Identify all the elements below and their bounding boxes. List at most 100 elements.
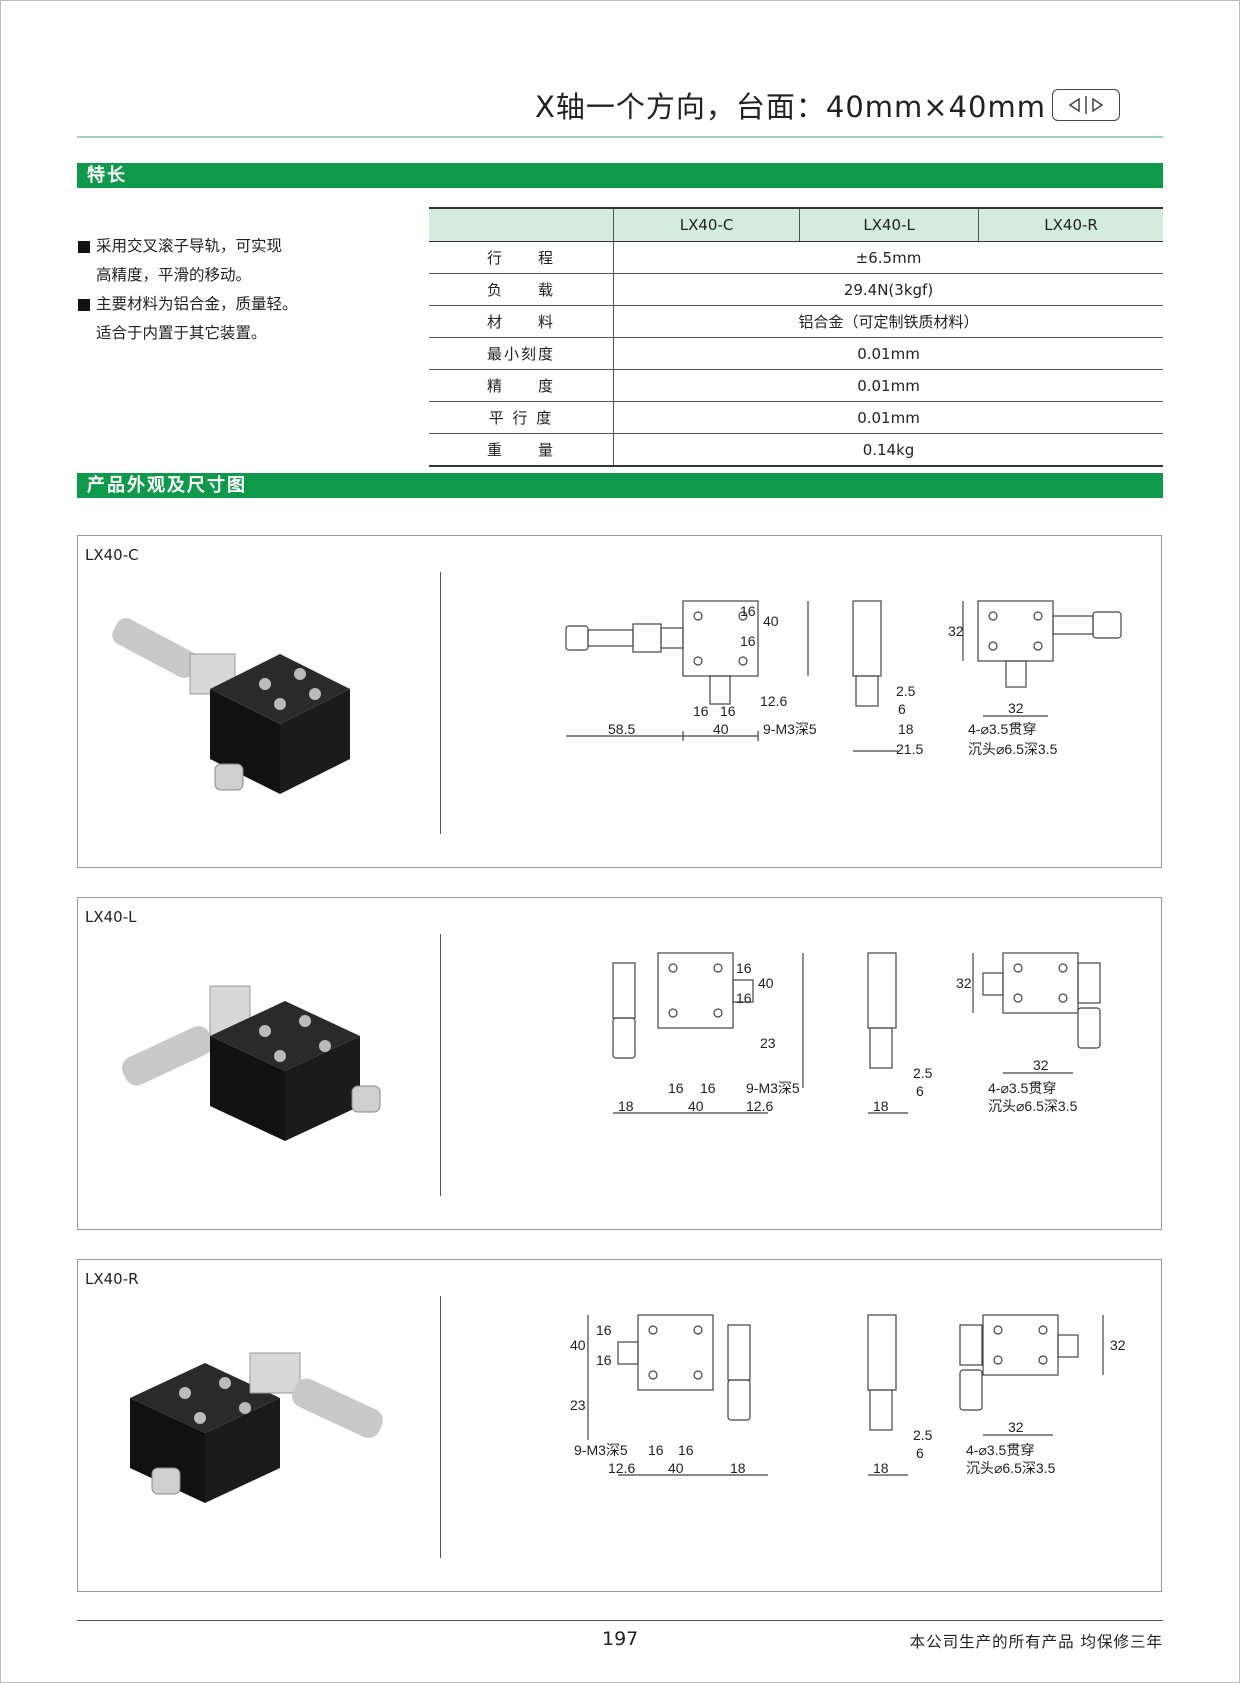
spec-param: 材 料: [429, 305, 614, 338]
features-list: 采用交叉滚子导轨，可实现 高精度，平滑的移动。 主要材料为铝合金，质量轻。 适合…: [78, 232, 378, 348]
panel-divider: [440, 572, 441, 834]
dimension-label: 2.5: [913, 1427, 933, 1443]
dimension-label: 40: [688, 1098, 704, 1114]
feature-line: 适合于内置于其它装置。: [96, 324, 267, 342]
dimension-label: 32: [948, 623, 964, 639]
dimension-label: 16: [740, 633, 756, 649]
dimension-label: 9-M3深5: [746, 1080, 800, 1096]
dimension-label: 16: [678, 1442, 694, 1458]
product-photo: [112, 618, 350, 794]
dimension-label: 32: [1008, 1419, 1024, 1435]
dimension-label: 16: [648, 1442, 664, 1458]
product-panel-lx40-l: LX40-L 16 40 16 23 16 16 18 4: [77, 897, 1162, 1230]
dimension-label: 16: [700, 1080, 716, 1096]
dimension-label: 18: [730, 1460, 746, 1476]
dimension-label: 16: [668, 1080, 684, 1096]
dimension-label: 23: [760, 1035, 776, 1051]
dimension-drawing: 40 16 16 23 9-M3深5 16 16 12.6 40 18 2.5 …: [570, 1314, 1126, 1476]
dimension-label: 16: [720, 703, 736, 719]
dimension-label: 12.6: [746, 1098, 773, 1114]
spec-value: 0.01mm: [613, 401, 1163, 434]
product-panel-lx40-r: LX40-R 40 16 16 23 9-M3深5 16: [77, 1259, 1162, 1592]
spec-value: 0.01mm: [613, 337, 1163, 370]
dimension-label: 21.5: [896, 741, 923, 757]
panel-divider: [440, 1296, 441, 1558]
dimension-label: 6: [916, 1445, 924, 1461]
spec-param: 精 度: [429, 369, 614, 402]
feature-line: 高精度，平滑的移动。: [96, 266, 252, 284]
product-panel-lx40-c: LX40-C 16 40 16 12.6 16: [77, 535, 1162, 868]
dimension-label: 18: [898, 721, 914, 737]
dimension-label: 沉头⌀6.5深3.5: [988, 1098, 1078, 1114]
spec-header-model: LX40-R: [978, 207, 1163, 242]
spec-param: 最小刻度: [429, 337, 614, 370]
dimension-label: 2.5: [896, 683, 916, 699]
dimension-label: 16: [736, 990, 752, 1006]
square-bullet-icon: [78, 299, 90, 311]
spec-value: 铝合金（可定制铁质材料）: [613, 305, 1163, 338]
dimension-drawing: 16 40 16 23 16 16 18 40 12.6 9-M3深5 2.5 …: [612, 952, 1101, 1114]
product-model-label: LX40-R: [85, 1270, 139, 1288]
dimensions-heading: 产品外观及尺寸图: [77, 473, 1163, 498]
page-title: X轴一个方向，台面：40mm×40mm: [535, 90, 1046, 124]
spec-row: 材 料铝合金（可定制铁质材料）: [429, 305, 1163, 338]
dimension-label: 32: [956, 975, 972, 991]
dimension-label: 4-⌀3.5贯穿: [966, 1442, 1034, 1458]
dimension-label: 16: [736, 960, 752, 976]
spec-value: 0.01mm: [613, 369, 1163, 402]
square-bullet-icon: [78, 241, 90, 253]
dimension-label: 32: [1008, 700, 1024, 716]
dimension-label: 40: [763, 613, 779, 629]
dimension-label: 16: [693, 703, 709, 719]
product-photo: [122, 985, 381, 1141]
spec-param: 负 载: [429, 273, 614, 306]
footer-rule: [77, 1620, 1163, 1621]
dimension-drawing: 16 40 16 12.6 16 16 58.5 40 9-M3深5 2.5 6…: [565, 600, 1122, 757]
dimension-label: 12.6: [760, 693, 787, 709]
dimension-label: 16: [740, 603, 756, 619]
dimension-label: 40: [570, 1337, 586, 1353]
dimension-label: 16: [596, 1352, 612, 1368]
features-heading: 特长: [77, 163, 1163, 188]
product-photo: [130, 1352, 383, 1503]
feature-line: 主要材料为铝合金，质量轻。: [96, 295, 298, 313]
dimension-label: 4-⌀3.5贯穿: [968, 721, 1036, 737]
dimension-label: 9-M3深5: [574, 1442, 628, 1458]
dimension-label: 18: [873, 1098, 889, 1114]
page-number: 197: [602, 1628, 639, 1650]
dimension-label: 6: [898, 701, 906, 717]
spec-header-model: LX40-L: [799, 207, 979, 242]
dimension-label: 9-M3深5: [763, 721, 817, 737]
spec-param: 行 程: [429, 241, 614, 274]
spec-header-row: LX40-C LX40-L LX40-R: [429, 207, 1163, 242]
dimension-label: 沉头⌀6.5深3.5: [968, 741, 1058, 757]
dimension-label: 4-⌀3.5贯穿: [988, 1080, 1056, 1096]
spec-header-blank: [429, 207, 614, 242]
dimension-label: 40: [758, 975, 774, 991]
product-model-label: LX40-L: [85, 908, 137, 926]
spec-value: ±6.5mm: [613, 241, 1163, 274]
panel-divider: [440, 934, 441, 1196]
page-header: X轴一个方向，台面：40mm×40mm: [535, 84, 1120, 126]
spec-header-model: LX40-C: [612, 207, 800, 242]
feature-item: 主要材料为铝合金，质量轻。 适合于内置于其它装置。: [78, 290, 378, 348]
dimension-label: 32: [1033, 1057, 1049, 1073]
header-rule: [77, 136, 1163, 138]
dimension-label: 16: [596, 1322, 612, 1338]
dimension-label: 40: [668, 1460, 684, 1476]
dimension-label: 6: [916, 1083, 924, 1099]
feature-line: 采用交叉滚子导轨，可实现: [96, 237, 283, 255]
dimension-label: 32: [1110, 1337, 1126, 1353]
spec-value: 0.14kg: [613, 433, 1163, 467]
dimension-label: 12.6: [608, 1460, 635, 1476]
product-model-label: LX40-C: [85, 546, 139, 564]
spec-param: 平 行 度: [429, 401, 614, 434]
spec-value: 29.4N(3kgf): [613, 273, 1163, 306]
x-axis-direction-icon: [1052, 89, 1120, 121]
